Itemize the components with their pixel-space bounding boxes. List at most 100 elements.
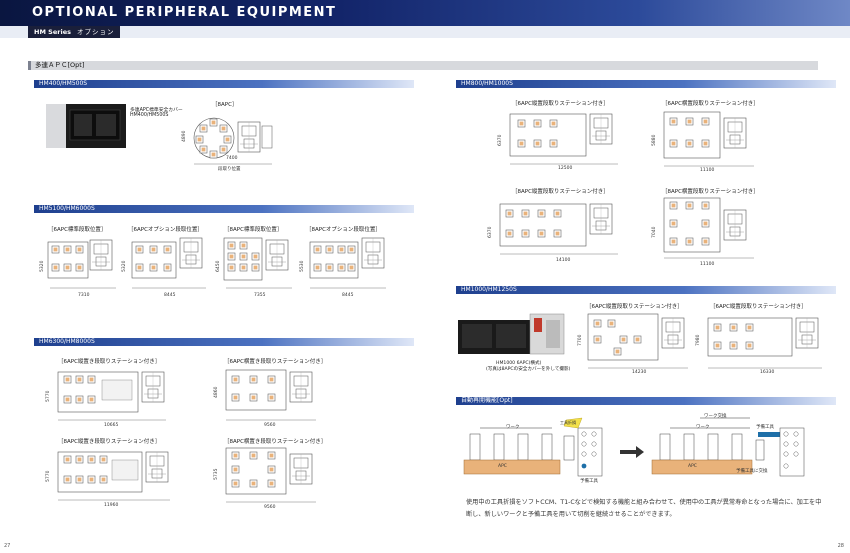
hm5100-label-2: ［8APC標準段取位置］ [224,227,283,233]
hm5100-diagram-0 [46,234,122,296]
hm5100-diagram-3 [306,234,390,296]
hm1000-dim-v-0: 7700 [578,334,583,346]
page-title: OPTIONAL PERIPHERAL EQUIPMENT [32,5,337,20]
hm800-dim-v-1: 5880 [652,134,657,146]
series-tag: HM Series オプション [28,26,121,38]
hm6300-dim-v-2: 5770 [46,470,51,482]
hm6300-diagram-3 [222,446,322,508]
hm800-diagram-1 [660,108,760,172]
hm1000-diagram-0 [584,310,694,374]
hm800-diagram-3 [660,196,760,264]
hm1000-photo-caption-1: HM1000 6APC(横式) [496,361,542,366]
hm800-dim-h-3: 11100 [700,262,715,267]
hm400-dim-v: 4890 [182,130,187,142]
hm6300-diagram-1 [222,366,322,428]
auto-spare-tool-label-left: 予備工具 [580,479,598,484]
hm800-diagram-0 [506,108,624,172]
section-auto-label: 自動再開機能[Opt] [461,397,513,404]
hm6300-label-3: ［8APC横置き段取りステーション付き］ [224,439,327,445]
hm5100-dim-v-0: 5320 [40,260,45,272]
page-number-left: 27 [4,543,11,549]
hm5100-dim-h-0: 7310 [78,293,90,298]
auto-apc-label-right: APC [688,464,697,469]
page-header: OPTIONAL PERIPHERAL EQUIPMENT [0,0,850,26]
hm5100-dim-h-1: 8445 [164,293,176,298]
hm800-label-2: ［8APC縦置段取りステーション付き］ [512,189,609,195]
hm400-dim-h: 7400 [226,156,238,161]
section-hm5100: HM5100/HM6000S [34,205,414,213]
section-hm1000-label: HM1000/HM1250S [461,286,517,293]
hm6300-dim-h-1: 9560 [264,423,276,428]
auto-restart-description: 使用中の工具折損をソフトCCM、T1-Cなどで検知する機能と組み合わせて、使用中… [466,499,822,518]
hm1000-photo [454,310,568,358]
hm800-label-0: ［6APC縦置段取りステーション付き］ [512,101,609,107]
hm5100-dim-h-2: 7355 [254,293,266,298]
page-number-right: 28 [837,543,844,549]
auto-tool-break-label: 工具折損 [560,420,576,425]
hm800-label-3: ［8APC横置段取りステーション付き］ [662,189,759,195]
hm5100-label-3: ［8APCオプション段取位置］ [306,227,381,233]
hm5100-dim-h-3: 8445 [342,293,354,298]
auto-spare-change-label: 予備工具に交換 [736,469,768,474]
section-hm800: HM800/HM1000S [456,80,836,88]
hm6300-diagram-2 [54,446,178,508]
hm6300-diagram-0 [54,366,178,428]
section-auto-restart: 自動再開機能[Opt] [456,397,836,405]
hm5100-dim-v-2: 6450 [216,260,221,272]
auto-apc-label-left: APC [498,464,507,469]
hm400-photo [44,98,128,152]
hm1000-photo-caption-2: (写真は8APCの安全カバーを外して撮影) [486,367,571,372]
auto-spare-tool-label-right: 予備工具 [756,425,774,430]
hm5100-label-1: ［6APCオプション段取位置］ [128,227,203,233]
hm6300-label-0: ［6APC縦置き段取りステーション付き］ [58,359,161,365]
hm1000-dim-h-0: 14230 [632,370,647,375]
hm6300-dim-v-0: 5770 [46,390,51,402]
hm1000-label-0: ［6APC縦置段取りステーション付き］ [586,304,683,310]
header-subbar [0,26,850,38]
multi-apc-bar: 多連ＡＰＣ[Opt] [28,61,818,70]
hm400-diagram-label: ［8APC］ [212,102,238,108]
hm800-dim-v-3: 7040 [652,226,657,238]
hm5100-diagram-1 [128,234,212,296]
hm400-photo-caption-1: 多連APC標準安全カバー [130,108,183,113]
section-hm6300: HM6300/HM8000S [34,338,414,346]
multi-apc-label: 多連ＡＰＣ[Opt] [35,61,85,69]
auto-work-label-right: ワーク [696,425,710,430]
hm6300-label-1: ［6APC横置き段取りステーション付き］ [224,359,327,365]
hm800-diagram-2 [496,196,624,264]
auto-restart-diagram [460,414,830,494]
hm5100-label-0: ［6APC標準段取位置］ [48,227,107,233]
hm400-layout-diagram [190,110,290,172]
hm6300-dim-h-2: 11960 [104,503,119,508]
hm800-label-1: ［6APC横置段取りステーション付き］ [662,101,759,107]
hm5100-dim-v-1: 5320 [122,260,127,272]
section-hm6300-label: HM6300/HM8000S [39,338,95,345]
section-hm1000: HM1000/HM1250S [456,286,836,294]
hm5100-dim-v-3: 5530 [300,260,305,272]
hm1000-dim-h-1: 16330 [760,370,775,375]
hm800-dim-h-0: 12500 [558,166,573,171]
hm800-dim-v-0: 6370 [498,134,503,146]
auto-work-label-left: ワーク [506,425,520,430]
hm6300-dim-h-3: 9560 [264,505,276,510]
hm6300-dim-v-3: 5735 [214,468,219,480]
hm6300-label-2: ［8APC縦置き段取りステーション付き］ [58,439,161,445]
series-name: HM Series [34,28,71,36]
hm6300-dim-v-1: 4860 [214,386,219,398]
hm400-note: 段取り位置 [218,167,241,172]
hm5100-diagram-2 [222,234,296,296]
section-hm800-label: HM800/HM1000S [461,80,513,87]
hm400-photo-caption-2: HM400/HM500S [130,113,169,118]
hm800-dim-h-2: 14100 [556,258,571,263]
section-hm400: HM400/HM500S [34,80,414,88]
hm800-dim-v-2: 6370 [488,226,493,238]
auto-work-change-label: ワーク交換 [704,414,727,419]
hm1000-dim-v-1: 7980 [696,334,701,346]
section-hm5100-label: HM5100/HM6000S [39,205,95,212]
hm1000-label-1: ［6APC縦置段取りステーション付き］ [710,304,807,310]
hm1000-diagram-1 [704,310,828,374]
section-hm400-label: HM400/HM500S [39,80,88,87]
hm6300-dim-h-0: 10665 [104,423,119,428]
series-subtitle: オプション [76,28,115,36]
hm800-dim-h-1: 11100 [700,168,715,173]
